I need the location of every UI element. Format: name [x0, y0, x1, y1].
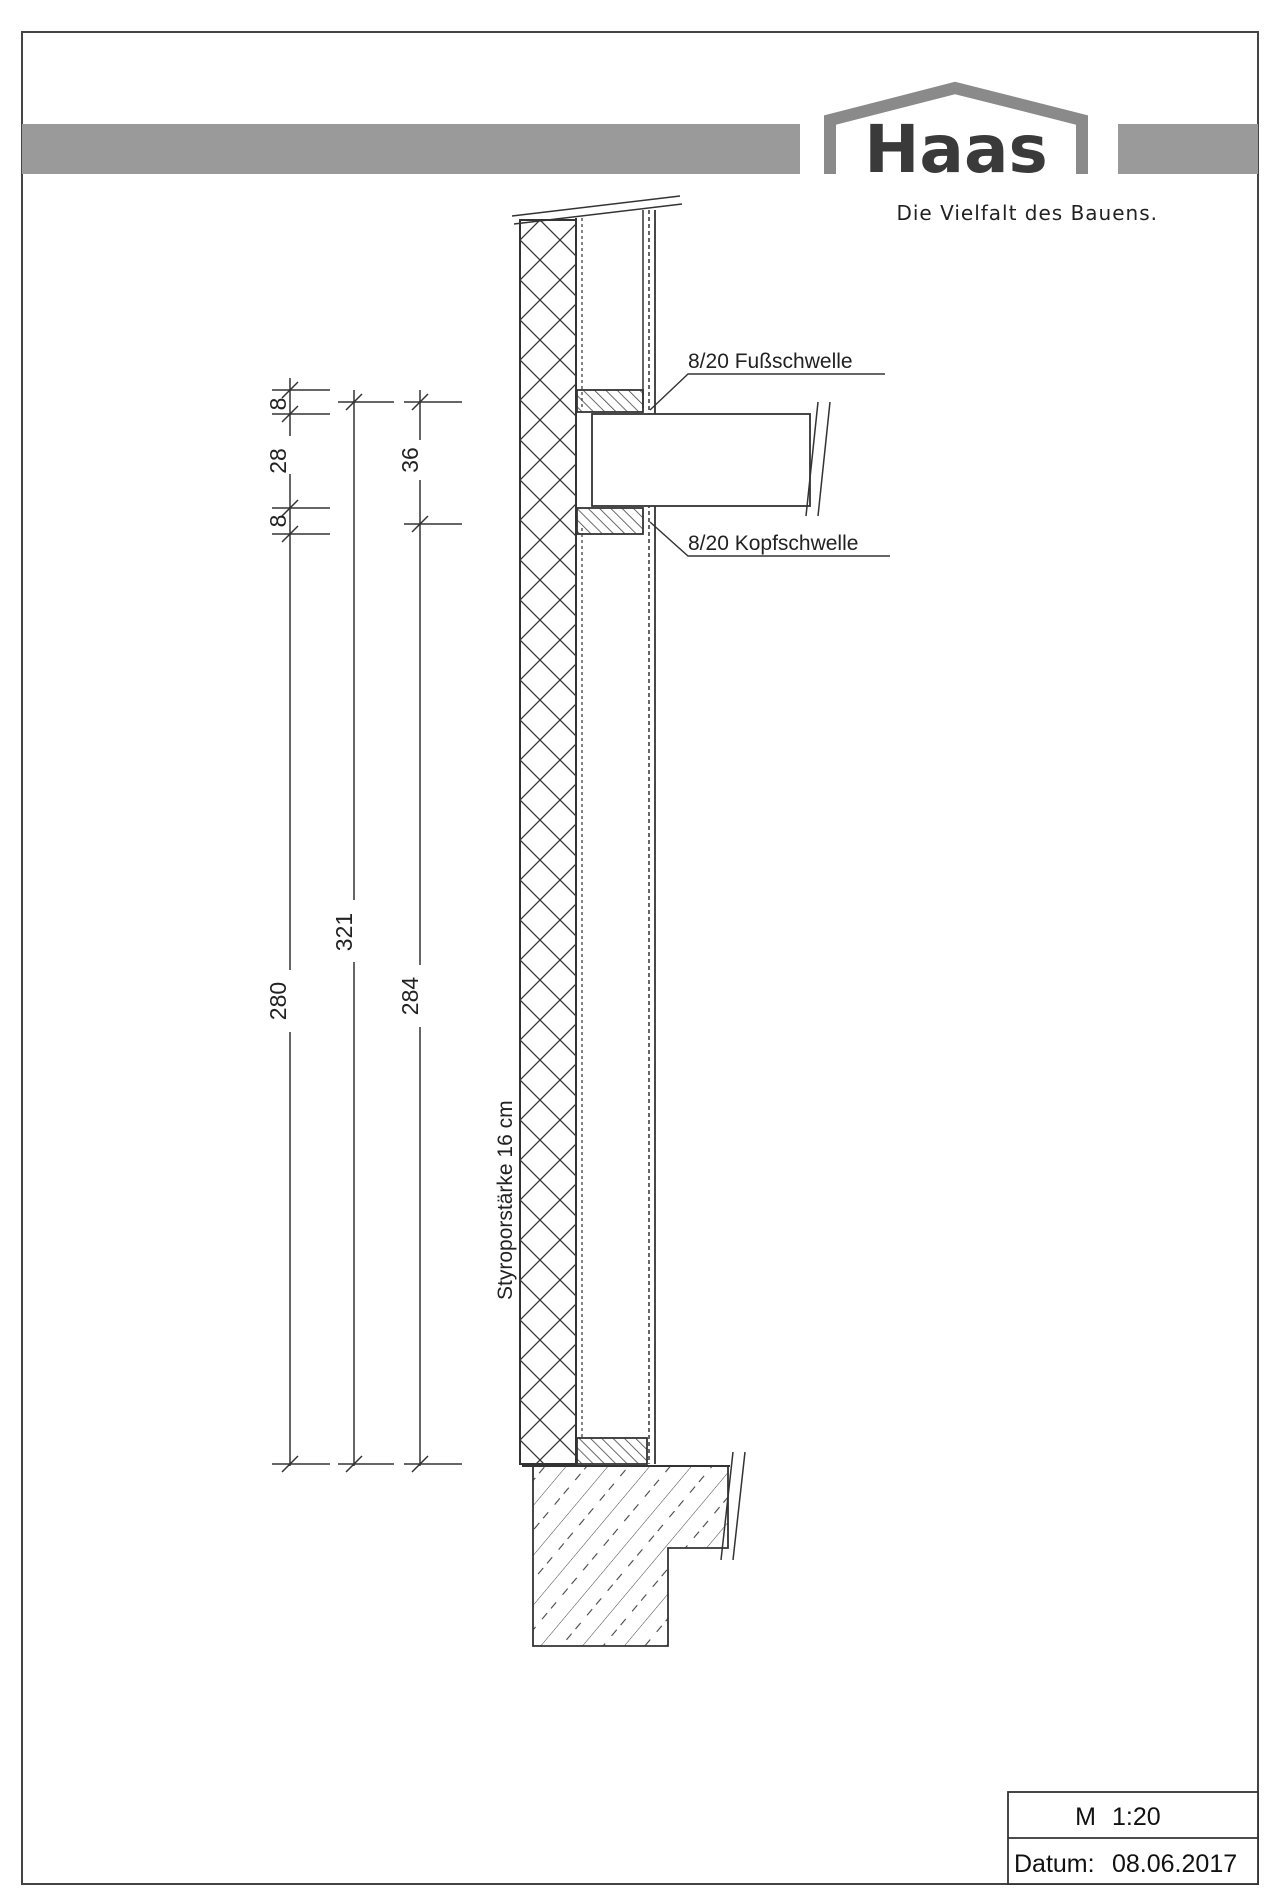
dim-8-top: 8: [265, 398, 291, 411]
dim-280: 280: [265, 982, 291, 1020]
date-label: Datum:: [1014, 1850, 1095, 1878]
kopfschwelle-timber: [576, 507, 644, 535]
label-kopfschwelle: 8/20 Kopfschwelle: [688, 532, 858, 555]
scale-label: M: [1075, 1803, 1096, 1831]
header-banner-left: [22, 124, 800, 174]
dim-321: 321: [331, 913, 357, 951]
sheet-border: [21, 31, 1259, 1885]
title-block: [1007, 1791, 1259, 1885]
header-banner-right: [1118, 124, 1258, 174]
label-styropor: Styroporstärke 16 cm: [494, 1100, 517, 1300]
fussschwelle-timber: [576, 389, 644, 413]
dim-284: 284: [397, 977, 423, 1016]
styropor-insulation: [519, 219, 577, 1465]
scale-value: 1:20: [1112, 1803, 1161, 1831]
date-value: 08.06.2017: [1112, 1850, 1237, 1878]
ceiling-beam: [591, 401, 831, 517]
haas-logo: Haas: [824, 81, 1088, 188]
concrete-foundation: [522, 1451, 746, 1647]
label-leaders: [649, 373, 890, 557]
dim-28: 28: [265, 448, 291, 474]
dimension-lines: [272, 378, 462, 1473]
brand-tagline: Die Vielfalt des Bauens.: [896, 201, 1158, 225]
label-fussschwelle: 8/20 Fußschwelle: [688, 350, 853, 373]
dim-36: 36: [397, 447, 423, 473]
logo-text: Haas: [864, 111, 1048, 188]
logo-roof-icon: [824, 81, 1088, 174]
dim-8-bottom: 8: [265, 515, 291, 528]
bottom-sill-timber: [576, 1437, 648, 1465]
